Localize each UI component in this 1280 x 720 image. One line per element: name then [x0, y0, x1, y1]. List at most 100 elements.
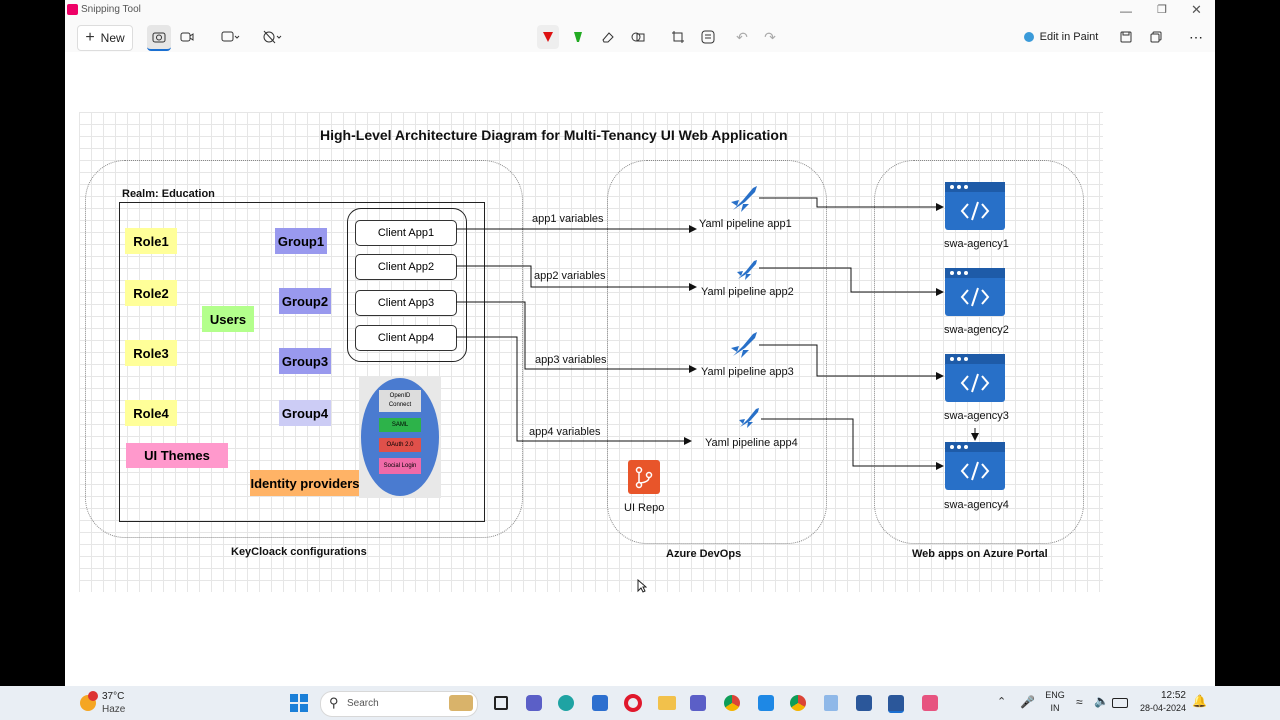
close-icon[interactable]: ✕ [1191, 2, 1202, 17]
shapes-icon [631, 32, 645, 42]
more-icon: ⋯ [1189, 28, 1203, 45]
clock-time: 12:52 [1160, 690, 1186, 701]
windows-logo-icon [290, 694, 308, 712]
word-active-icon[interactable] [888, 695, 904, 713]
client-app-1: Client App1 [355, 220, 457, 246]
camera-mode-button[interactable] [147, 25, 171, 51]
taskbar-search-box[interactable]: ⚲ Search [320, 691, 478, 717]
vscode-icon[interactable] [758, 695, 774, 711]
role-2-tag: Role2 [125, 280, 177, 306]
shapes-tool-button[interactable] [627, 25, 649, 49]
notification-bell-icon[interactable]: 🔔 [1192, 694, 1207, 708]
edge-icon[interactable] [558, 695, 574, 711]
app1-variables-label: app1 variables [532, 213, 604, 225]
pipeline-3-icon [731, 332, 757, 358]
role-4-tag: Role4 [125, 400, 177, 426]
client4-to-pipeline4 [456, 336, 692, 445]
connector-lines [456, 197, 979, 470]
camera-icon [152, 32, 166, 43]
weather-widget[interactable]: 37°C Haze [78, 689, 148, 717]
app3-variables-label: app3 variables [535, 354, 607, 366]
text-actions-button[interactable] [697, 25, 719, 49]
screenshot-canvas: High-Level Architecture Diagram for Mult… [65, 52, 1215, 686]
chrome-profile-icon[interactable] [790, 695, 806, 711]
minimize-icon[interactable]: — [1120, 4, 1132, 18]
weather-desc: Haze [102, 704, 126, 715]
azure-devops-region [607, 160, 827, 544]
undo-button[interactable]: ↶ [731, 25, 753, 49]
pipeline-1-icon [731, 186, 757, 212]
volume-icon[interactable]: 🔈 [1094, 694, 1109, 708]
crop-tool-button[interactable] [667, 25, 689, 49]
static-web-app-4-icon [945, 442, 1005, 490]
redo-button[interactable]: ↷ [759, 25, 781, 49]
file-explorer-icon[interactable] [658, 696, 676, 710]
group-1-tag: Group1 [275, 228, 327, 254]
search-placeholder: Search [347, 698, 379, 709]
teams-icon[interactable] [690, 695, 706, 711]
realm-label: Realm: Education [122, 188, 215, 200]
search-highlight-image [449, 695, 473, 711]
chat-icon[interactable] [526, 695, 542, 711]
users-tag: Users [202, 306, 254, 332]
word-icon[interactable] [856, 695, 872, 711]
start-button[interactable] [290, 694, 308, 712]
group-4-tag: Group4 [279, 400, 331, 426]
pipeline-4-icon [739, 408, 759, 428]
task-view-icon[interactable] [494, 696, 508, 710]
weather-alert-badge [88, 691, 98, 701]
weather-temp: 37°C [102, 691, 125, 702]
idp-social-login: Social Login [379, 458, 421, 474]
repo-icon [628, 460, 660, 494]
idp-openid: OpenID Connect [379, 390, 421, 412]
new-label: New [100, 31, 125, 45]
more-options-button[interactable]: ⋯ [1185, 25, 1207, 49]
static-web-app-2-icon [945, 268, 1005, 316]
opera-icon[interactable] [624, 694, 642, 712]
plus-icon: + [85, 29, 95, 46]
new-button[interactable]: + New [77, 25, 133, 51]
wifi-icon[interactable]: ≈ [1076, 695, 1083, 709]
edit-in-paint-button[interactable]: Edit in Paint [1020, 25, 1102, 49]
webapp-1-label: swa-agency1 [944, 238, 1009, 250]
devops-section-label: Azure DevOps [666, 548, 742, 560]
pipeline3-to-webapp3 [759, 344, 944, 380]
maximize-icon[interactable]: ❐ [1157, 4, 1167, 16]
windows-taskbar: 37°C Haze ⚲ Search ⌃ 🎤 ENG IN ≈ 🔈 12:52 … [0, 686, 1280, 720]
undo-icon: ↶ [736, 28, 748, 45]
snip-shape-dropdown[interactable] [217, 25, 245, 49]
pipeline-2-icon [737, 260, 757, 280]
store-icon[interactable] [592, 695, 608, 711]
snipping-tool-taskbar-icon[interactable] [922, 695, 938, 711]
save-button[interactable] [1115, 25, 1137, 49]
portal-section-label: Web apps on Azure Portal [912, 548, 1048, 560]
chevron-up-icon[interactable]: ⌃ [997, 696, 1007, 708]
rectangle-snip-icon [221, 31, 240, 42]
clock-date: 28-04-2024 [1139, 703, 1186, 713]
title-bar: Snipping Tool — ❐ ✕ [65, 0, 1215, 22]
notepad-icon[interactable] [824, 695, 838, 711]
pen-tool-button[interactable] [537, 25, 559, 49]
microphone-icon[interactable]: 🎤 [1020, 695, 1035, 709]
crop-icon [672, 31, 684, 43]
copy-button[interactable] [1145, 25, 1167, 49]
idp-saml: SAML [379, 418, 421, 432]
video-mode-button[interactable] [175, 25, 199, 49]
chrome-icon[interactable] [724, 695, 740, 711]
identity-providers-tag: Identity providers [250, 470, 360, 496]
idp-panel: OpenID Connect SAML OAuth 2.0 Social Log… [359, 376, 441, 498]
eraser-icon [602, 32, 614, 43]
role-1-tag: Role1 [125, 228, 177, 254]
text-actions-icon [701, 30, 715, 44]
webapp-4-label: swa-agency4 [944, 499, 1009, 511]
static-web-app-3-icon [945, 354, 1005, 402]
keycloak-section-label: KeyCloack configurations [231, 546, 367, 558]
delay-dropdown[interactable] [259, 25, 287, 49]
highlighter-tool-button[interactable] [567, 25, 589, 49]
eraser-tool-button[interactable] [597, 25, 619, 49]
clock[interactable]: 12:52 28-04-2024 [1136, 690, 1186, 716]
client-app-2: Client App2 [355, 254, 457, 280]
language-indicator[interactable]: ENG IN [1044, 690, 1066, 716]
battery-icon[interactable] [1112, 698, 1128, 708]
pipeline2-to-webapp2 [759, 267, 944, 296]
